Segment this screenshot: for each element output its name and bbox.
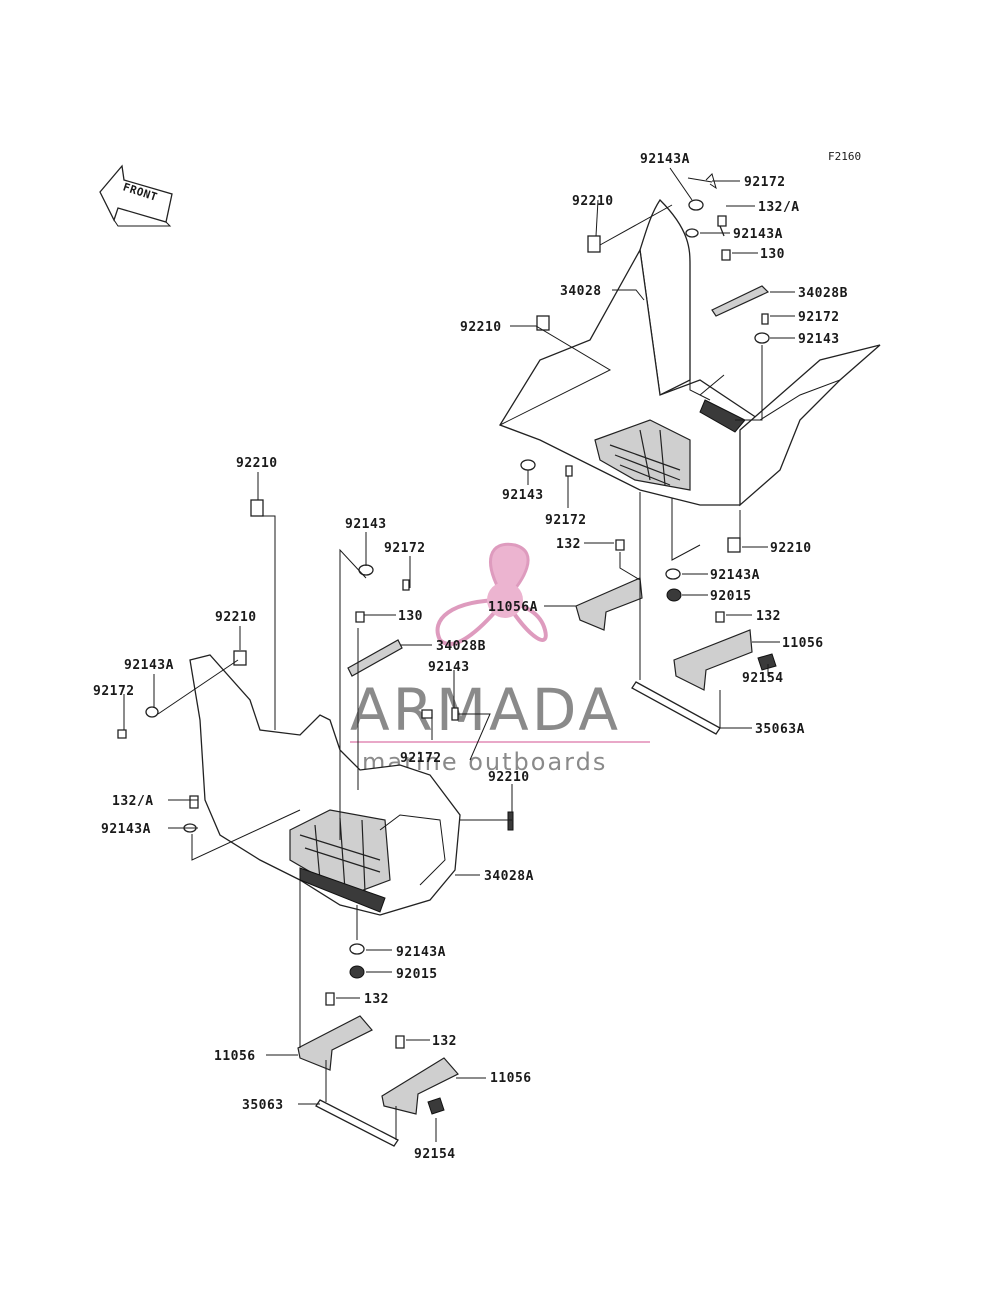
part-label: 92172 xyxy=(384,541,426,556)
part-label: 92210 xyxy=(215,610,257,625)
part-label: 132 xyxy=(556,537,581,552)
part-label: 92154 xyxy=(742,671,784,686)
leader-lines xyxy=(123,167,795,1142)
part-label: 92172 xyxy=(93,684,135,699)
part-label: 92143 xyxy=(502,488,544,503)
part-label: 92172 xyxy=(798,310,840,325)
part-label: 132 xyxy=(432,1034,457,1049)
part-label: 11056A xyxy=(488,600,538,615)
part-label: 92172 xyxy=(545,513,587,528)
part-label: 34028A xyxy=(484,869,534,884)
part-label: 92143 xyxy=(798,332,840,347)
part-label: 92143A xyxy=(124,658,174,673)
part-label: 92210 xyxy=(460,320,502,335)
part-label: 130 xyxy=(398,609,423,624)
part-label: 132/A xyxy=(112,794,154,809)
part-label: 132 xyxy=(364,992,389,1007)
part-label: 92172 xyxy=(400,751,442,766)
part-label: 92172 xyxy=(744,175,786,190)
part-label: 34028B xyxy=(436,639,486,654)
part-label: 35063A xyxy=(755,722,805,737)
watermark-brand: ARMADA xyxy=(350,676,621,744)
part-label: 92143 xyxy=(428,660,470,675)
part-label: 92143A xyxy=(640,152,690,167)
part-label: 35063 xyxy=(242,1098,284,1113)
watermark-propeller-icon xyxy=(435,542,548,646)
part-label: 92154 xyxy=(414,1147,456,1162)
part-label: 92143A xyxy=(733,227,783,242)
hardware-parts xyxy=(117,173,777,1147)
part-label: 92210 xyxy=(488,770,530,785)
part-label: 92015 xyxy=(396,967,438,982)
figure-code: F2160 xyxy=(828,150,861,163)
left-footrest-guard xyxy=(189,654,461,916)
part-label: 92210 xyxy=(572,194,614,209)
part-label: 92143 xyxy=(345,517,387,532)
part-label: 92143A xyxy=(710,568,760,583)
part-label: 92015 xyxy=(710,589,752,604)
front-arrow-icon: FRONT xyxy=(99,164,173,227)
part-label: 34028 xyxy=(560,284,602,299)
part-label: 132/A xyxy=(758,200,800,215)
part-label: 11056 xyxy=(782,636,824,651)
part-label: 132 xyxy=(756,609,781,624)
part-label: 130 xyxy=(760,247,785,262)
part-label: 92210 xyxy=(236,456,278,471)
part-label: 92210 xyxy=(770,541,812,556)
part-label: 92143A xyxy=(101,822,151,837)
part-label: 34028B xyxy=(798,286,848,301)
part-label: 11056 xyxy=(214,1049,256,1064)
part-label: 11056 xyxy=(490,1071,532,1086)
part-labels: 92143A 92172 92210 132/A 92143A 130 34028 34028… xyxy=(93,152,848,1162)
part-label: 92143A xyxy=(396,945,446,960)
